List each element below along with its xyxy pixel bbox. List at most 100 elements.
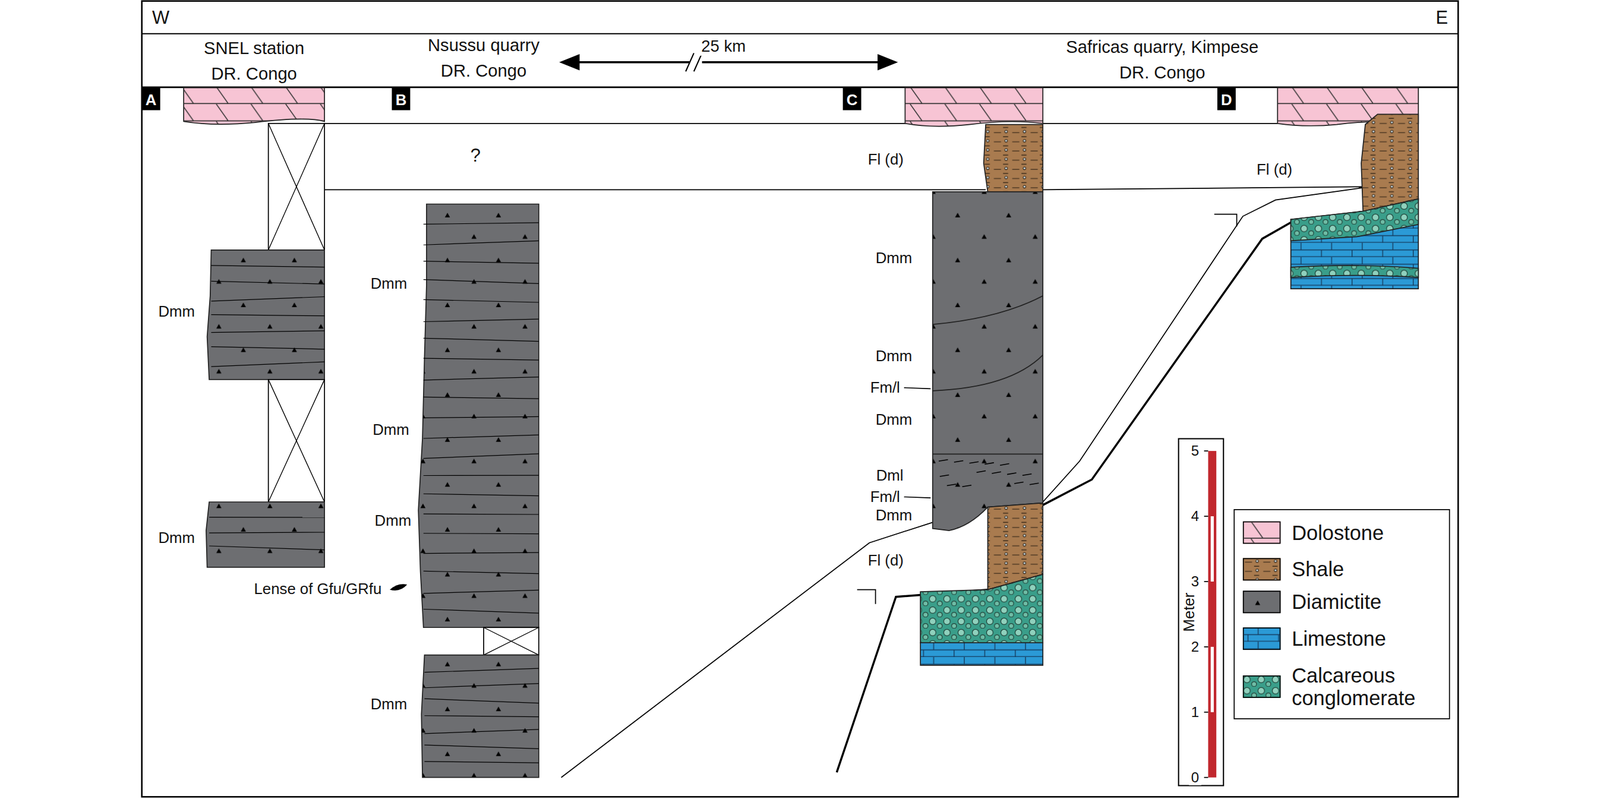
bedding-line	[211, 314, 325, 317]
scale-tick	[1204, 581, 1209, 583]
facies-code: Dmm	[156, 529, 197, 547]
swatch-fill	[1242, 627, 1281, 650]
section-letter: C	[846, 91, 858, 107]
scale-number: 4	[1188, 508, 1201, 524]
bedding-line	[423, 222, 539, 225]
lens-note: Lense of Gfu/GRfu	[251, 580, 384, 597]
bed-boundary	[932, 295, 1043, 454]
frame	[141, 1, 1459, 798]
missing-cross	[268, 123, 325, 251]
facies-code: Dmm	[156, 303, 197, 320]
bedding-line	[209, 546, 325, 551]
bedding-line	[423, 358, 539, 361]
swatch-fill	[1242, 590, 1281, 614]
lamination-dash	[938, 459, 948, 462]
facies-code: Dmm	[368, 275, 409, 292]
section-letter: D	[1220, 91, 1233, 107]
bedding-line	[424, 745, 539, 749]
dolostone-bed	[183, 87, 325, 125]
bedding-line	[424, 683, 539, 689]
legend-swatch	[1242, 590, 1281, 614]
section-letter-box: A	[141, 87, 161, 111]
distance-arrow	[567, 61, 690, 63]
bedding-line	[423, 532, 539, 535]
facies-code: Fm/l	[868, 488, 902, 506]
missing-cross	[268, 379, 325, 503]
bedding-line	[423, 434, 539, 439]
section-letter-box: B	[392, 87, 411, 111]
bedding-line	[423, 338, 539, 342]
bedding-line	[211, 330, 325, 333]
break-mark	[693, 52, 703, 72]
limestone-bed-pattern	[920, 642, 1043, 666]
diamictite-bed-pattern	[932, 191, 1043, 531]
legend-swatch	[1242, 557, 1281, 581]
bedding-line	[423, 319, 539, 322]
diamictite-bed	[421, 655, 539, 778]
facies-code: Dmm	[873, 411, 914, 428]
legend-text: Limestone	[1291, 627, 1386, 650]
diamictite-bed-pattern	[207, 250, 325, 380]
lamination-dash	[969, 461, 979, 464]
bedding-line	[423, 416, 539, 418]
facies-code: Dmm	[368, 696, 409, 713]
shale-bed-pattern	[983, 124, 1044, 192]
bedding-line	[424, 761, 539, 763]
scale-number: 3	[1188, 573, 1201, 589]
break-mark	[685, 52, 694, 72]
scale-number: 0	[1188, 769, 1201, 785]
compass-label: E	[1433, 8, 1451, 28]
swatch-fill	[1242, 521, 1281, 545]
header-line	[141, 33, 1459, 35]
bedding-line	[423, 396, 539, 399]
bedding-line	[423, 493, 539, 496]
bedding-line	[424, 668, 539, 673]
limestone-bed	[1291, 199, 1419, 289]
facies-code: Dmm	[873, 507, 914, 524]
facies-code: Dmm	[370, 421, 412, 438]
site-country: DR. Congo	[209, 65, 299, 84]
diamictite-bed	[206, 502, 325, 568]
missing-cross	[483, 627, 539, 655]
dolostone-bed-pattern	[183, 87, 325, 125]
scale-box	[1178, 439, 1224, 787]
section-letter: A	[145, 91, 157, 107]
swatch-pattern	[1242, 557, 1281, 581]
bracket	[1214, 214, 1237, 227]
legend-text: Dolostone	[1291, 521, 1384, 545]
facies-code: Dml	[873, 467, 906, 484]
bedding-line	[424, 729, 539, 734]
missing-cross	[268, 379, 325, 503]
missing-cross	[483, 627, 539, 655]
arrow-head	[559, 54, 898, 71]
scale-title: Meter	[1180, 590, 1197, 634]
bedding-line	[211, 281, 325, 284]
bedding-line	[423, 570, 539, 574]
lamination-dash	[999, 464, 1009, 466]
diamictite-bed	[207, 250, 325, 380]
diamictite-bed-pattern	[418, 203, 539, 628]
bedding-line	[211, 346, 325, 350]
scale-tick	[1204, 450, 1209, 452]
compass-label: W	[149, 8, 172, 28]
scale-number: 1	[1188, 704, 1201, 720]
correlation-line	[1042, 186, 1363, 190]
conglomerate-bed-pattern	[1291, 199, 1419, 241]
bedding-line	[423, 513, 539, 516]
bedding-line	[424, 715, 539, 718]
swatch-fill	[1242, 557, 1281, 581]
lamination-dash	[962, 485, 972, 488]
legend-swatch	[1242, 675, 1281, 699]
bedding-line	[423, 279, 539, 284]
correlation-line	[324, 189, 986, 191]
lamination-dash	[1022, 474, 1032, 476]
lens-symbol	[389, 584, 407, 591]
swatch-pattern	[1242, 590, 1281, 614]
legend-text: Shale	[1291, 557, 1344, 581]
conglomerate-bed	[1291, 265, 1419, 278]
bedding-line	[423, 608, 539, 614]
missing-section	[268, 379, 325, 503]
unknown-mark: ?	[468, 146, 483, 166]
legend-text: Diamictite	[1291, 590, 1382, 614]
limestone-bed-pattern	[1291, 199, 1419, 289]
